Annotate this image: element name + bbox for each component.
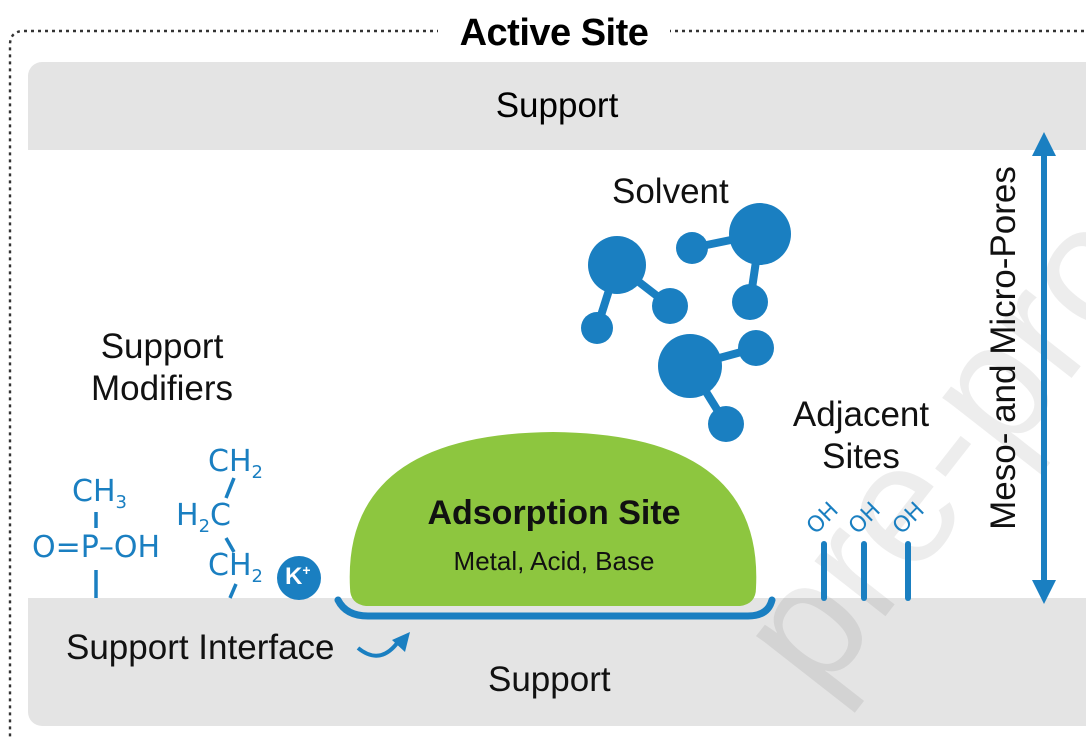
- phosphonic-group: O=P–OH: [32, 530, 161, 565]
- h2c-c: C: [210, 498, 231, 533]
- h2c-h: H: [176, 498, 199, 533]
- pores-arrow-head-top: [1032, 132, 1056, 156]
- pores-arrow-head-bottom: [1032, 580, 1056, 604]
- solvent-label: Solvent: [612, 172, 729, 211]
- support-interface-line: [334, 596, 776, 620]
- adsorption-site-subtitle: Metal, Acid, Base: [453, 546, 655, 576]
- support-modifiers-label: Support Modifiers: [72, 326, 252, 410]
- methylene-bottom: CH2: [208, 548, 263, 587]
- solvent-atom: [732, 284, 768, 320]
- active-site-frame: [8, 29, 1086, 738]
- support-top-label: Support: [495, 86, 619, 125]
- adjacent-label-line1: Adjacent: [792, 395, 930, 434]
- phosphonate-bonds: [94, 477, 238, 599]
- methyl-subscript: 3: [115, 492, 127, 513]
- potassium-ion: [277, 556, 321, 600]
- frame-title: Active Site: [438, 8, 670, 58]
- adsorption-site-title: Adsorption Site: [427, 494, 681, 532]
- solvent-atom: [708, 406, 744, 442]
- hydroxyl-stems: [821, 541, 911, 601]
- solvent-molecules: [581, 203, 791, 442]
- solvent-atom: [588, 236, 646, 294]
- interface-arrow-head: [392, 632, 410, 652]
- support-top-layer: Support: [28, 62, 1086, 150]
- solvent-atom: [729, 203, 791, 265]
- methylene-bottom-subscript: 2: [251, 566, 263, 587]
- solvent-atom: [652, 288, 688, 324]
- interface-arrow: [356, 640, 400, 658]
- pores-label: Meso- and Micro-Pores: [984, 166, 1023, 530]
- methylene-bottom-text: CH: [208, 548, 252, 583]
- adsorption-site-dome: [349, 432, 757, 606]
- potassium-symbol: K: [285, 563, 303, 590]
- adjacent-sites-label: Adjacent Sites: [786, 394, 936, 478]
- methylene-top-text: CH: [208, 444, 252, 479]
- solvent-atom: [738, 330, 774, 366]
- potassium-label: K+: [285, 562, 311, 591]
- modifiers-label-line2: Modifiers: [91, 369, 233, 408]
- methylene-top: CH2: [208, 444, 263, 483]
- h2c-subscript: 2: [198, 516, 211, 537]
- solvent-atom: [676, 232, 708, 264]
- solvent-atom: [581, 312, 613, 344]
- methylene-top-subscript: 2: [251, 462, 263, 483]
- methyl-group: CH3: [72, 474, 127, 513]
- adjacent-label-line2: Sites: [822, 437, 900, 476]
- methylene-middle: H2C: [176, 498, 231, 537]
- potassium-charge: +: [302, 562, 311, 578]
- methyl-text: CH: [72, 474, 116, 509]
- support-bottom-label: Support: [488, 660, 611, 699]
- solvent-atom: [658, 334, 722, 398]
- modifiers-label-line1: Support: [100, 327, 224, 366]
- support-interface-label: Support Interface: [66, 628, 335, 667]
- watermark: pre-proof: [699, 62, 1086, 723]
